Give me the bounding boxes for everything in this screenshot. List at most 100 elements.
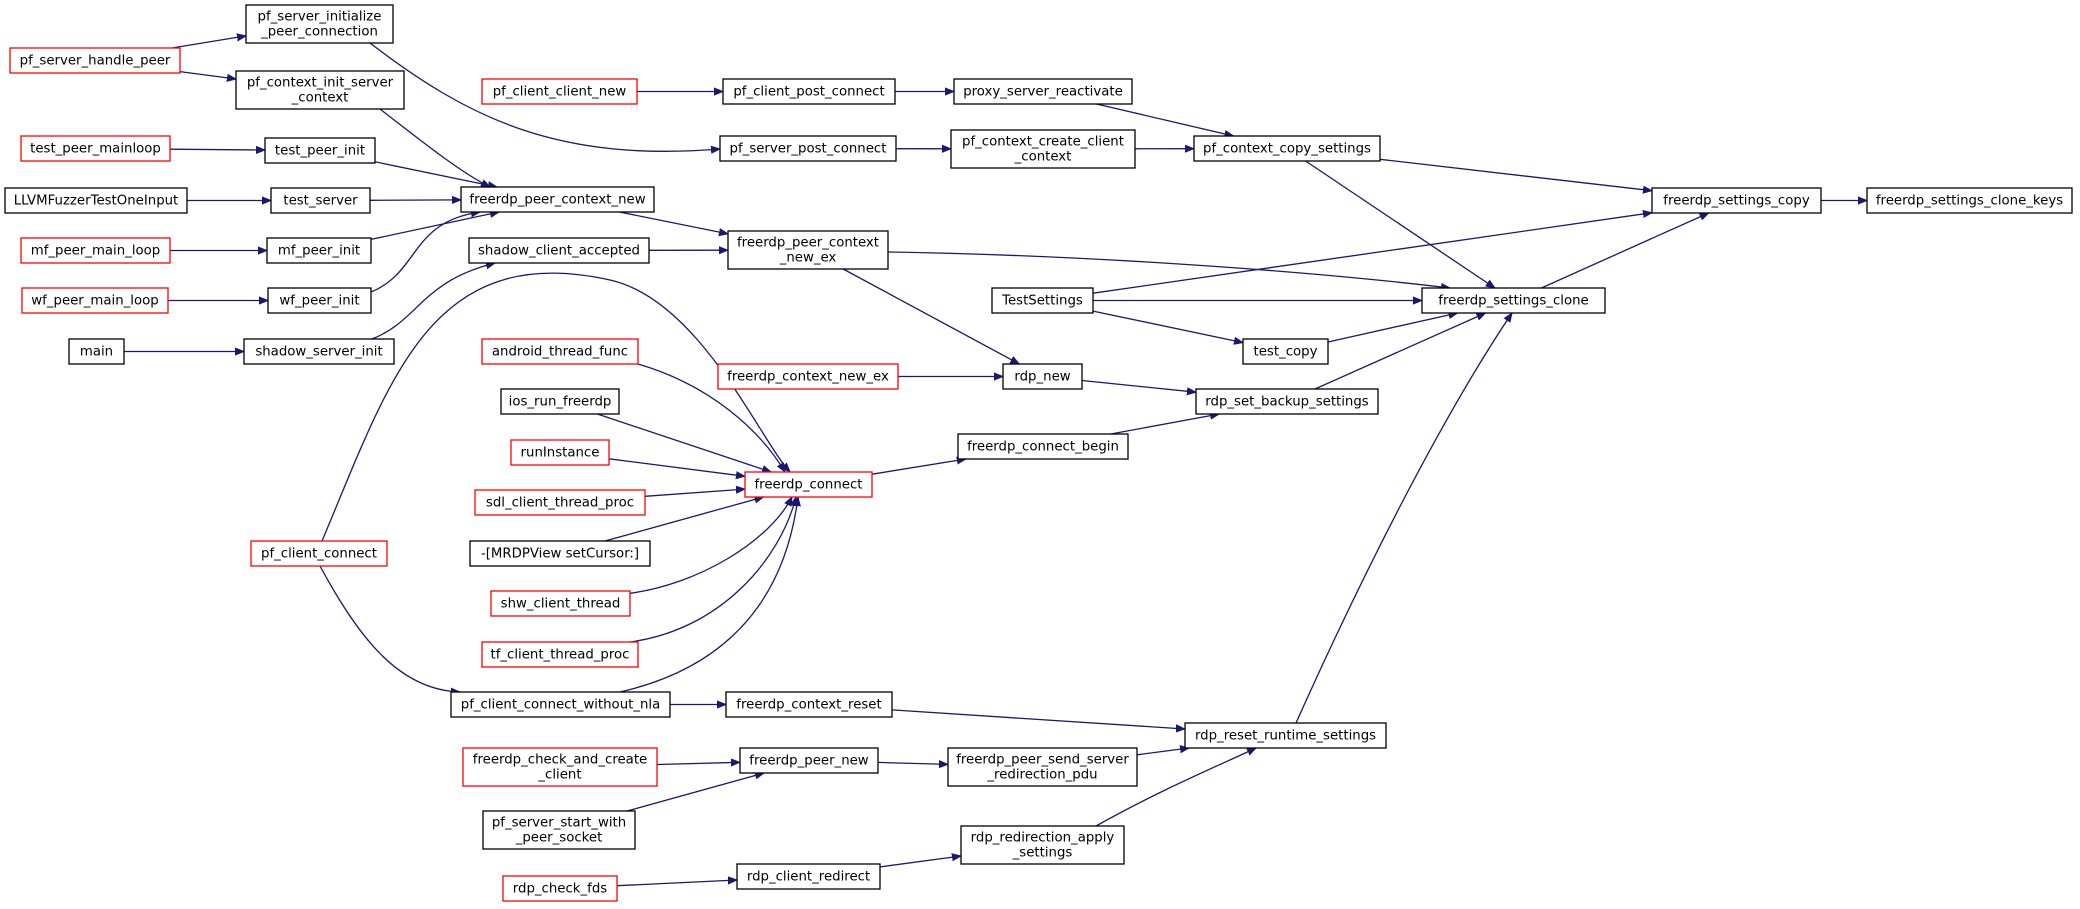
edge-path xyxy=(608,458,745,477)
node-label: pf_context_copy_settings xyxy=(1203,142,1371,157)
edge-path xyxy=(1081,379,1196,393)
node-label: freerdp_connect_begin xyxy=(967,440,1119,455)
node-context-new-ex[interactable]: freerdp_context_new_ex xyxy=(717,363,899,390)
node-redir-apply[interactable]: rdp_redirection_apply_settings xyxy=(960,825,1125,865)
edge-path xyxy=(616,880,737,887)
edge-connect_begin-to-set_backup xyxy=(1110,414,1219,435)
node-box xyxy=(739,747,879,774)
node-label: _redirection_pdu xyxy=(986,768,1097,783)
edge-path xyxy=(629,497,796,643)
node-peer-new[interactable]: freerdp_peer_new xyxy=(739,747,879,774)
edge-context_copy_settings-to-settings_copy xyxy=(1379,158,1652,190)
node-wf-peer-init[interactable]: wf_peer_init xyxy=(267,287,372,314)
node-label: pf_client_client_new xyxy=(493,85,627,100)
edge-check_create_client-to-peer_new xyxy=(656,762,740,764)
node-peer-context-new-ex[interactable]: freerdp_peer_context_new_ex xyxy=(727,230,889,270)
node-mf-peer-main-loop[interactable]: mf_peer_main_loop xyxy=(20,237,171,264)
node-shadow-server-init[interactable]: shadow_server_init xyxy=(243,338,395,365)
node-server-init-peer[interactable]: pf_server_initialize_peer_connection xyxy=(245,4,394,44)
node-test-peer-mainloop[interactable]: test_peer_mainloop xyxy=(20,135,171,162)
node-reset-runtime[interactable]: rdp_reset_runtime_settings xyxy=(1184,722,1387,749)
node-context-copy-settings[interactable]: pf_context_copy_settings xyxy=(1193,135,1381,162)
node-connect-begin[interactable]: freerdp_connect_begin xyxy=(957,433,1129,460)
node-main[interactable]: main xyxy=(68,338,125,365)
node-tf-thread[interactable]: tf_client_thread_proc xyxy=(481,641,639,668)
node-box xyxy=(474,489,646,516)
node-proxy-reactivate[interactable]: proxy_server_reactivate xyxy=(953,78,1133,105)
edge-proxy_reactivate-to-context_copy_settings xyxy=(1096,103,1234,136)
node-set-backup[interactable]: rdp_set_backup_settings xyxy=(1195,388,1379,415)
node-sdl-thread[interactable]: sdl_client_thread_proc xyxy=(474,489,646,516)
edge-path xyxy=(374,161,497,187)
node-label: pf_context_init_server xyxy=(247,76,394,91)
node-testsettings[interactable]: TestSettings xyxy=(991,287,1094,314)
edge-path xyxy=(1092,213,1652,294)
node-server-post-connect[interactable]: pf_server_post_connect xyxy=(719,135,897,162)
node-box xyxy=(510,439,610,466)
node-label: freerdp_context_new_ex xyxy=(727,370,889,385)
edge-path xyxy=(370,212,480,293)
node-label: main xyxy=(80,345,113,360)
node-client-post-connect[interactable]: pf_client_post_connect xyxy=(722,78,896,105)
node-box xyxy=(744,471,873,498)
node-ctx-init-server[interactable]: pf_context_init_server_context xyxy=(235,70,405,110)
node-test-peer-init[interactable]: test_peer_init xyxy=(264,137,376,164)
edge-path xyxy=(169,149,265,150)
node-label: tf_client_thread_proc xyxy=(490,648,629,663)
nodes-layer: freerdp_settings_clone_keys freerdp_setti… xyxy=(4,4,2073,902)
node-shw-thread[interactable]: shw_client_thread xyxy=(490,590,631,617)
node-settings-copy[interactable]: freerdp_settings_copy xyxy=(1651,187,1822,214)
node-send-redir-pdu[interactable]: freerdp_peer_send_server_redirection_pdu xyxy=(947,747,1138,787)
node-label: freerdp_settings_copy xyxy=(1663,194,1810,209)
node-ctx-create-client[interactable]: pf_context_create_client_context xyxy=(950,129,1136,169)
node-label: wf_peer_main_loop xyxy=(31,294,158,309)
edge-path xyxy=(891,709,1185,729)
node-check-fds[interactable]: rdp_check_fds xyxy=(502,875,618,902)
edge-testsettings-to-test_copy xyxy=(1092,310,1243,343)
edge-test_peer_init-to-peer_context_new xyxy=(374,161,497,187)
node-start-peer-socket[interactable]: pf_server_start_with_peer_socket xyxy=(482,810,636,850)
node-ios-run[interactable]: ios_run_freerdp xyxy=(500,388,620,415)
node-wf-peer-main-loop[interactable]: wf_peer_main_loop xyxy=(21,287,169,314)
node-android-thread[interactable]: android_thread_func xyxy=(481,338,639,365)
edges-layer xyxy=(124,36,1867,887)
node-server-handle-peer[interactable]: pf_server_handle_peer xyxy=(9,47,181,74)
edge-pf_client_connect-to-freerdp_connect xyxy=(321,272,790,542)
node-freerdp-connect[interactable]: freerdp_connect xyxy=(744,471,873,498)
node-test-copy[interactable]: test_copy xyxy=(1242,338,1329,365)
node-rdp-new[interactable]: rdp_new xyxy=(1002,363,1083,390)
node-pf-client-connect[interactable]: pf_client_connect xyxy=(250,540,388,567)
node-client-redirect[interactable]: rdp_client_redirect xyxy=(736,863,881,890)
node-client-client-new[interactable]: pf_client_client_new xyxy=(481,78,638,105)
node-clone-keys[interactable]: freerdp_settings_clone_keys xyxy=(1866,187,2073,214)
node-box xyxy=(462,747,658,787)
node-label: rdp_new xyxy=(1014,370,1070,385)
node-settings-clone[interactable]: freerdp_settings_clone xyxy=(1421,287,1606,314)
node-mrdp-view[interactable]: -[MRDPView setCursor:] xyxy=(469,540,651,567)
node-label: LLVMFuzzerTestOneInput xyxy=(14,194,179,209)
edge-mrdp_view-to-freerdp_connect xyxy=(604,497,764,542)
node-label: shadow_server_init xyxy=(255,345,382,360)
node-run-instance[interactable]: runInstance xyxy=(510,439,610,466)
node-box xyxy=(9,47,181,74)
node-connect-without-nla[interactable]: pf_client_connect_without_nla xyxy=(450,691,671,718)
node-label: _context xyxy=(291,91,349,106)
node-label: mf_peer_main_loop xyxy=(31,244,160,259)
node-llvm-fuzzer[interactable]: LLVMFuzzerTestOneInput xyxy=(4,187,188,214)
edge-path xyxy=(1095,747,1256,827)
node-test-server[interactable]: test_server xyxy=(270,187,371,214)
edge-path xyxy=(887,251,1450,288)
node-box xyxy=(235,70,405,110)
node-box xyxy=(468,237,650,264)
node-box xyxy=(243,338,395,365)
node-peer-context-new[interactable]: freerdp_peer_context_new xyxy=(460,186,655,213)
node-shadow-client-accepted[interactable]: shadow_client_accepted xyxy=(468,237,650,264)
edge-wf_peer_init-to-peer_context_new xyxy=(370,212,480,293)
node-box xyxy=(267,287,372,314)
node-mf-peer-init[interactable]: mf_peer_init xyxy=(266,237,372,264)
node-box xyxy=(68,338,125,365)
node-label: test_copy xyxy=(1254,345,1318,360)
node-context-reset[interactable]: freerdp_context_reset xyxy=(725,691,893,718)
node-label: test_peer_init xyxy=(275,144,365,159)
node-check-create-client[interactable]: freerdp_check_and_create_client xyxy=(462,747,658,787)
